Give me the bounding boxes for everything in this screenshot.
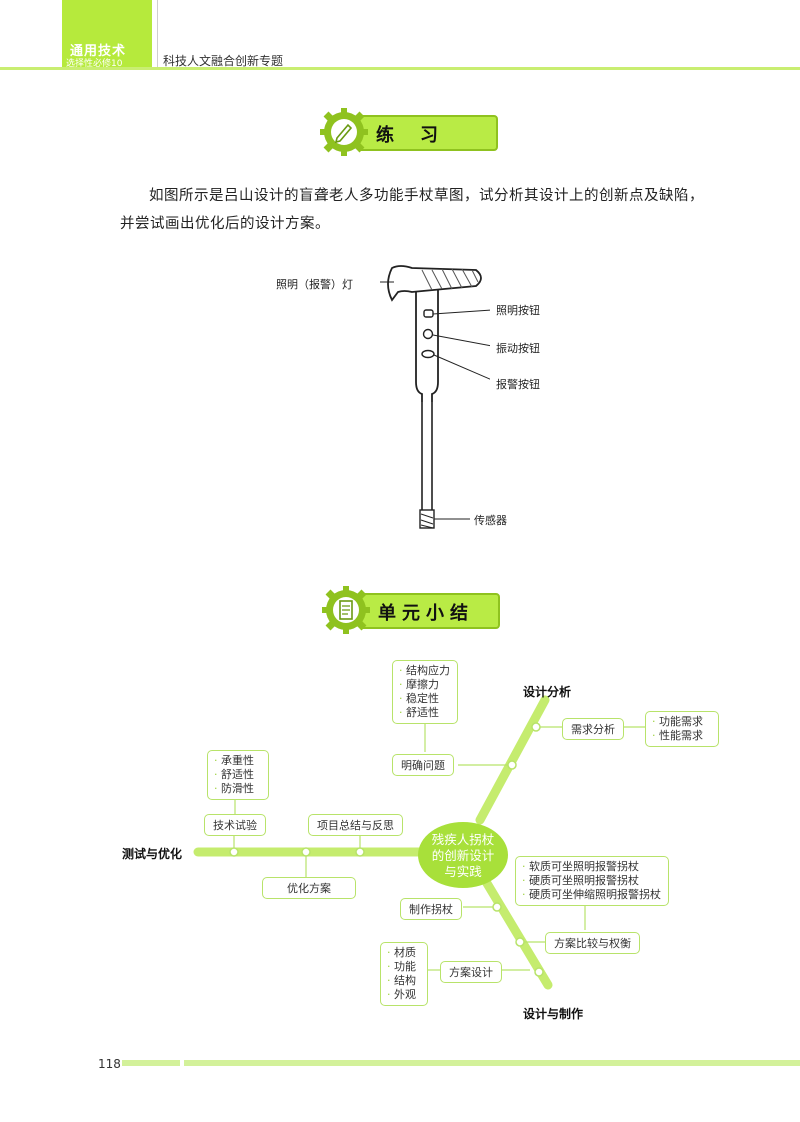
compare-items-box: 软质可坐照明报警拐杖 硬质可坐照明报警拐杖 硬质可坐伸缩照明报警拐杖 (515, 856, 669, 906)
list-item: 功能需求 (652, 715, 712, 729)
book-title: 通用技术 (70, 44, 127, 59)
document-gear-icon (322, 586, 370, 634)
node-clarify: 明确问题 (392, 754, 454, 776)
list-item: 稳定性 (399, 692, 451, 706)
label-sensor: 传感器 (474, 514, 507, 527)
center-line-2: 的创新设计 (431, 848, 495, 863)
node-design-plan: 方案设计 (440, 961, 502, 983)
list-item: 材质 (387, 946, 421, 960)
center-line-3: 与实践 (444, 864, 482, 879)
footer-bar-short (122, 1060, 180, 1066)
crutch-sketch (380, 265, 490, 529)
header-divider (157, 0, 158, 67)
list-item: 防滑性 (214, 782, 262, 796)
design-plan-items-box: 材质 功能 结构 外观 (380, 942, 428, 1006)
header-color-block (62, 0, 152, 67)
node-make-crutch: 制作拐杖 (400, 898, 462, 920)
node-optimize: 优化方案 (262, 877, 356, 899)
book-subtitle: 选择性必修10 (66, 59, 123, 69)
summary-banner-label: 单元小结 (378, 603, 474, 624)
branch-test-optimize: 测试与优化 (122, 847, 183, 861)
list-item: 外观 (387, 988, 421, 1002)
branch-design-make: 设计与制作 (523, 1007, 584, 1021)
list-item: 舒适性 (399, 706, 451, 720)
list-item: 软质可坐照明报警拐杖 (522, 860, 662, 874)
list-item: 硬质可坐伸缩照明报警拐杖 (522, 888, 662, 902)
list-item: 性能需求 (652, 729, 712, 743)
needs-items-box: 功能需求 性能需求 (645, 711, 719, 747)
label-alarm-button: 报警按钮 (496, 378, 540, 391)
node-compare: 方案比较与权衡 (545, 932, 640, 954)
header-rule (0, 67, 800, 70)
label-light-button: 照明按钮 (496, 304, 540, 317)
header-topic: 科技人文融合创新专题 (163, 54, 284, 68)
exercise-banner-pill: 练习 (356, 115, 498, 151)
center-line-1: 残疾人拐杖 (431, 832, 495, 847)
clarify-items-box: 结构应力 摩擦力 稳定性 舒适性 (392, 660, 458, 724)
list-item: 结构应力 (399, 664, 451, 678)
list-item: 摩擦力 (399, 678, 451, 692)
exercise-banner-label: 练习 (376, 125, 464, 146)
exercise-banner: 练习 (320, 108, 498, 156)
node-needs: 需求分析 (562, 718, 624, 740)
footer-bar-long (184, 1060, 800, 1066)
node-project-summary: 项目总结与反思 (308, 814, 403, 836)
list-item: 承重性 (214, 754, 262, 768)
label-lamp: 照明（报警）灯 (276, 278, 353, 291)
pencil-gear-icon (320, 108, 368, 156)
exercise-paragraph: 如图所示是吕山设计的盲聋老人多功能手杖草图，试分析其设计上的创新点及缺陷，并尝试… (120, 188, 704, 232)
mindmap-center-node: 残疾人拐杖 的创新设计 与实践 (418, 822, 508, 888)
tech-test-items-box: 承重性 舒适性 防滑性 (207, 750, 269, 800)
page-number: 118 (98, 1057, 121, 1071)
summary-banner: 单元小结 (322, 586, 500, 634)
list-item: 功能 (387, 960, 421, 974)
list-item: 结构 (387, 974, 421, 988)
list-item: 硬质可坐照明报警拐杖 (522, 874, 662, 888)
list-item: 舒适性 (214, 768, 262, 782)
label-vibrate-button: 振动按钮 (496, 342, 540, 355)
branch-design-analysis: 设计分析 (523, 685, 572, 699)
node-tech-test: 技术试验 (204, 814, 266, 836)
